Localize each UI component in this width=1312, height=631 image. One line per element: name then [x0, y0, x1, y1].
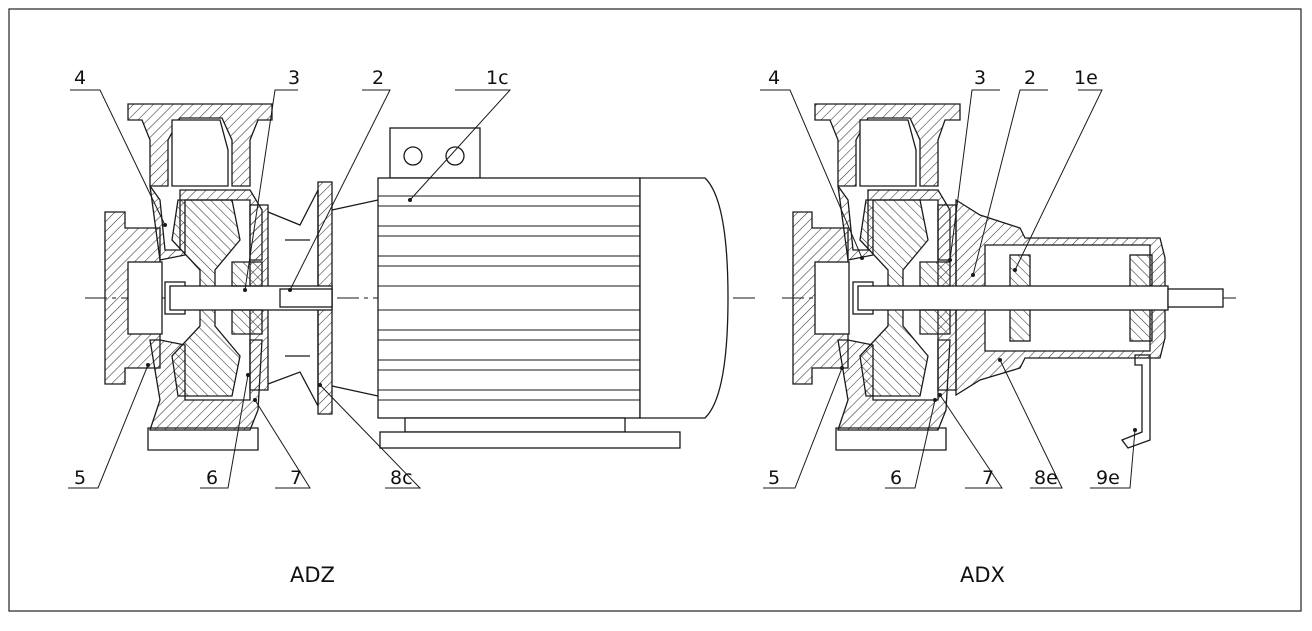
callout-leaders [68, 89, 1136, 489]
motor-feet [404, 417, 626, 433]
adx-callout-8e: 8e [1034, 467, 1058, 489]
adz-callout-6: 6 [206, 467, 218, 489]
adx-caption: ADX [960, 563, 1005, 587]
terminal-box-gland-1 [403, 146, 423, 166]
adx-mechanical-seal [919, 261, 951, 335]
adx-callout-2: 2 [1024, 67, 1036, 89]
adx-callout-5: 5 [768, 467, 780, 489]
adx-shaft-coupling-end [1167, 288, 1224, 308]
adz-callout-3: 3 [288, 67, 300, 89]
adx-support-foot [1120, 354, 1151, 449]
adx-callout-9e: 9e [1096, 467, 1120, 489]
motor-fan-cover [639, 177, 729, 419]
drawing-frame [8, 8, 1302, 612]
adz-discharge-nozzle [127, 103, 273, 187]
adx-discharge-nozzle [814, 103, 961, 187]
motor-body [377, 177, 641, 419]
adz-callout-2: 2 [372, 67, 384, 89]
electric-motor [331, 127, 729, 449]
adx-discharge-bore [859, 119, 917, 187]
adz-callout-8c: 8c [390, 467, 413, 489]
adx-shaft [857, 285, 1169, 311]
adz-callout-4: 4 [74, 67, 86, 89]
adx-callout-3: 3 [974, 67, 986, 89]
adz-discharge-bore [171, 119, 229, 187]
adx-callout-7: 7 [982, 467, 994, 489]
motor-terminal-box [389, 127, 481, 179]
adz-caption: ADZ [290, 563, 335, 587]
adx-callout-4: 4 [768, 67, 780, 89]
adz-suction-bore [127, 261, 163, 335]
adz-mechanical-seal [231, 261, 263, 335]
adz-casing-foot [147, 427, 259, 451]
adx-callout-1e: 1e [1074, 67, 1098, 89]
adx-callout-6: 6 [890, 467, 902, 489]
adz-callout-7: 7 [290, 467, 302, 489]
adz-callout-5: 5 [74, 467, 86, 489]
adz-shaft-end [279, 288, 333, 308]
adz-pump [85, 103, 760, 451]
motor-base [379, 431, 681, 449]
callout-dots [146, 198, 1137, 432]
motor-cooling-fins [378, 195, 640, 401]
adx-suction-bore [814, 261, 850, 335]
adx-pump [782, 103, 1238, 451]
terminal-box-gland-2 [445, 146, 465, 166]
adz-callout-1c: 1c [486, 67, 509, 89]
adx-casing-foot [835, 427, 947, 451]
